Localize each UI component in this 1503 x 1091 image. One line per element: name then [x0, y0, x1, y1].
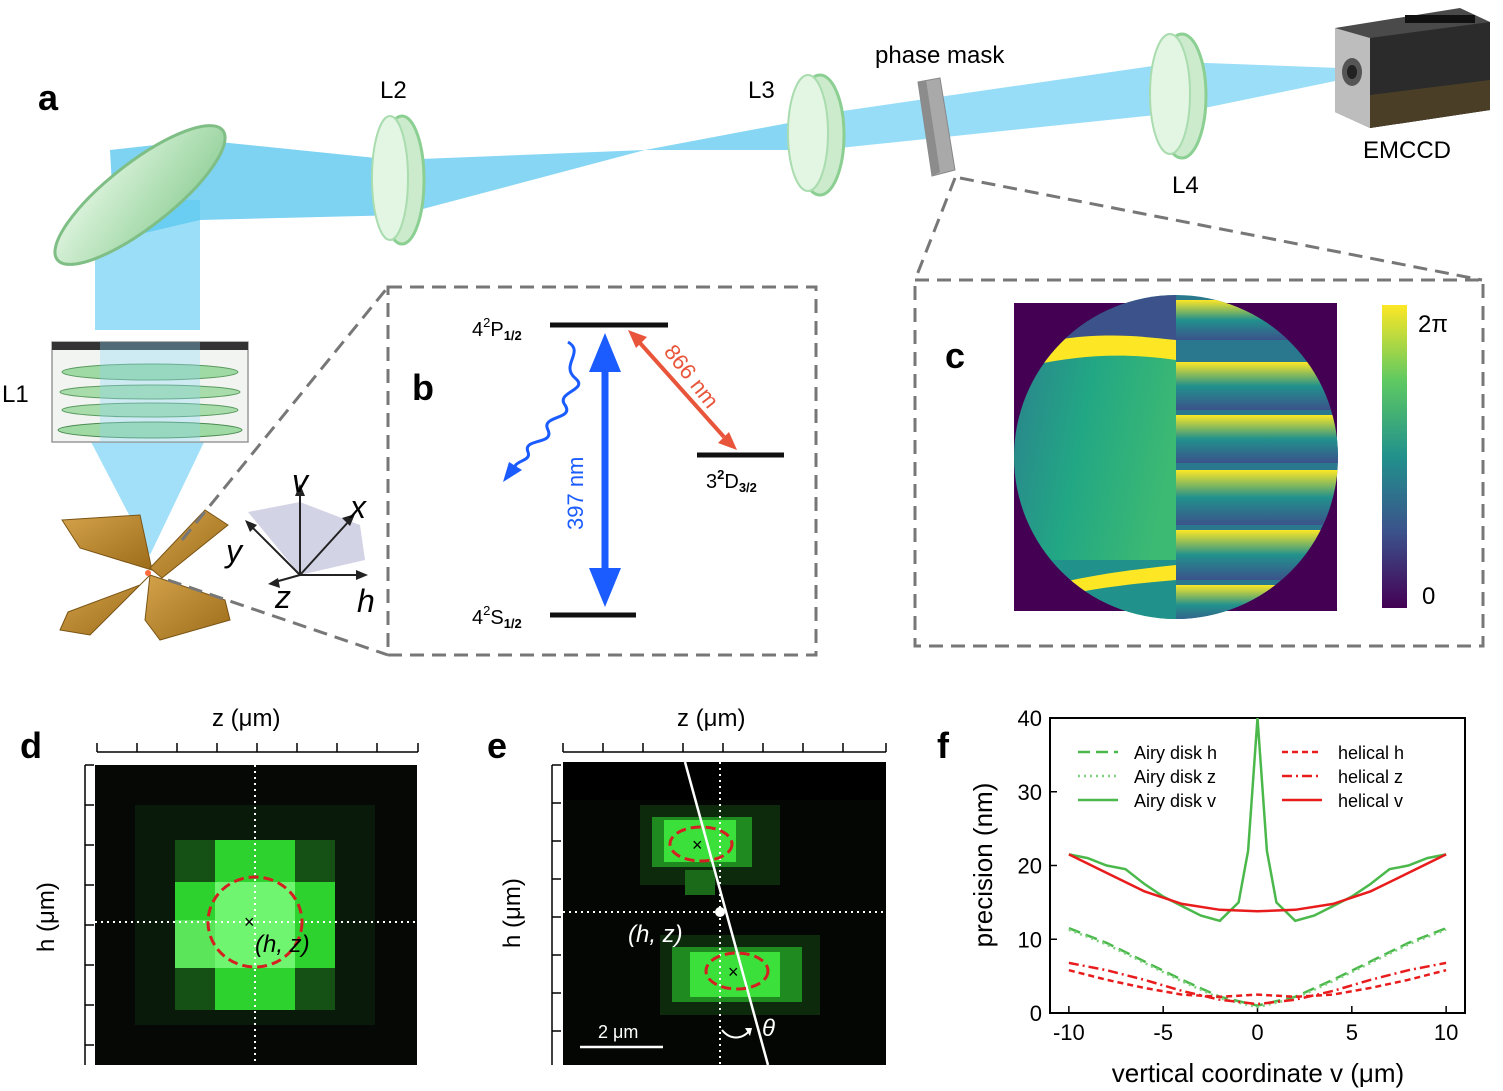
- d-h-label: h (μm): [33, 882, 60, 952]
- axis-h: h: [357, 583, 375, 619]
- f-series: [1068, 718, 1447, 1009]
- d-z-label: z (μm): [212, 705, 280, 732]
- lens-l2: [371, 114, 426, 246]
- panel-e-image: e z (μm) h (μm) × × (h, z): [487, 705, 887, 1066]
- f-ytick-label: 0: [1030, 1001, 1042, 1026]
- e-h-label: h (μm): [499, 878, 526, 948]
- e-z-label: z (μm): [677, 705, 745, 732]
- lens-l4: [1149, 32, 1208, 160]
- panel-b-box: [386, 285, 818, 657]
- label-l2: L2: [380, 77, 407, 104]
- axis-x: x: [348, 489, 367, 525]
- svg-text:×: ×: [244, 912, 255, 932]
- label-p12: 42P1/2: [472, 315, 522, 343]
- panel-c-mask: c 2π 0: [913, 278, 1485, 648]
- panel-label-e: e: [487, 725, 507, 766]
- panel-label-a: a: [38, 77, 59, 118]
- d-center-label: (h, z): [255, 931, 310, 958]
- emission-wavy: [513, 340, 581, 471]
- svg-text:×: ×: [692, 835, 703, 855]
- f-series-line: [1068, 927, 1447, 1007]
- f-legend-label: Airy disk z: [1134, 767, 1216, 787]
- f-series-line: [1068, 928, 1447, 1009]
- f-legend-label: helical h: [1338, 743, 1404, 763]
- label-emccd: EMCCD: [1363, 137, 1451, 164]
- f-yticks: 0 10 20 30 40: [1018, 706, 1057, 1026]
- e-theta-label: θ: [762, 1015, 775, 1042]
- f-ytick-label: 40: [1018, 706, 1042, 731]
- f-ytick-label: 20: [1018, 854, 1042, 879]
- arrow-866: [628, 330, 737, 450]
- svg-text:×: ×: [728, 962, 739, 982]
- panel-label-c: c: [945, 335, 965, 376]
- emccd-camera: [1335, 8, 1490, 128]
- f-legend-label: helical z: [1338, 767, 1403, 787]
- colorbar-min: 0: [1422, 583, 1435, 610]
- colorbar: [1382, 305, 1407, 608]
- label-397: 397 nm: [563, 457, 588, 530]
- label-s12: 42S1/2: [472, 603, 522, 631]
- panel-label-d: d: [20, 725, 42, 766]
- zoom-line-b-top: [180, 286, 390, 541]
- f-series-line: [1068, 853, 1447, 913]
- f-xtick-label: -5: [1153, 1020, 1173, 1045]
- f-xtick-label: 10: [1434, 1020, 1458, 1045]
- panel-c-box: [913, 278, 1485, 648]
- label-d32: 32D3/2: [706, 467, 757, 495]
- axis-v: v: [292, 463, 310, 499]
- e-center-label: (h, z): [628, 921, 683, 948]
- f-series-line: [1068, 961, 1447, 1006]
- panel-a-setup: a L1 L2: [2, 8, 1490, 657]
- panel-label-b: b: [412, 367, 434, 408]
- f-series-line: [1068, 718, 1447, 923]
- f-legend-label: Airy disk v: [1134, 791, 1216, 811]
- beam-horizontal-5: [1180, 62, 1340, 112]
- f-legend-label: helical v: [1338, 791, 1403, 811]
- zoom-line-c-right: [959, 176, 1483, 282]
- panel-d-image: d z (μm) h (μm) × (h, z): [20, 705, 419, 1065]
- label-phase-mask: phase mask: [875, 42, 1005, 69]
- f-ytick-label: 10: [1018, 927, 1042, 952]
- label-l4: L4: [1172, 172, 1199, 199]
- f-legend-label: Airy disk h: [1134, 743, 1217, 763]
- zoom-line-b-bottom: [167, 578, 389, 657]
- zoom-line-c-left: [913, 177, 957, 281]
- f-xlabel: vertical coordinate v (μm): [1112, 1058, 1404, 1088]
- f-legend: Airy disk h Airy disk z Airy disk v helical…: [1078, 743, 1404, 811]
- f-xticks: -10 -5 0 5 10: [1053, 1006, 1458, 1045]
- f-series-line: [1068, 968, 1447, 999]
- f-ylabel: precision (nm): [968, 783, 998, 948]
- emission-arrowhead: [503, 462, 522, 482]
- f-ytick-label: 30: [1018, 780, 1042, 805]
- axis-z: z: [274, 579, 291, 615]
- scalebar-label: 2 μm: [598, 1022, 638, 1042]
- lens-l3: [787, 73, 846, 197]
- label-l3: L3: [748, 77, 775, 104]
- label-l1: L1: [2, 381, 29, 408]
- beam-horizontal-4: [815, 62, 1185, 150]
- phase-mask: [917, 77, 956, 177]
- arrow-397: [589, 333, 621, 607]
- panel-b-levels: b 42P1/2 42S1/2 32D3/2 397 nm 866 nm: [386, 285, 818, 657]
- beam-horizontal-2: [395, 150, 645, 215]
- beam-focus: [90, 440, 205, 555]
- f-xtick-label: -10: [1053, 1020, 1085, 1045]
- trap-electrodes: [59, 509, 231, 641]
- objective-lens-l1: [51, 341, 249, 443]
- axis-y: y: [224, 533, 244, 569]
- coordinate-axes: v x y z h: [224, 463, 375, 619]
- mirror: [53, 124, 227, 266]
- f-xtick-label: 5: [1346, 1020, 1358, 1045]
- panel-label-f: f: [937, 725, 950, 766]
- beam-horizontal-3: [645, 118, 820, 150]
- colorbar-max: 2π: [1418, 311, 1448, 338]
- f-xtick-label: 0: [1251, 1020, 1263, 1045]
